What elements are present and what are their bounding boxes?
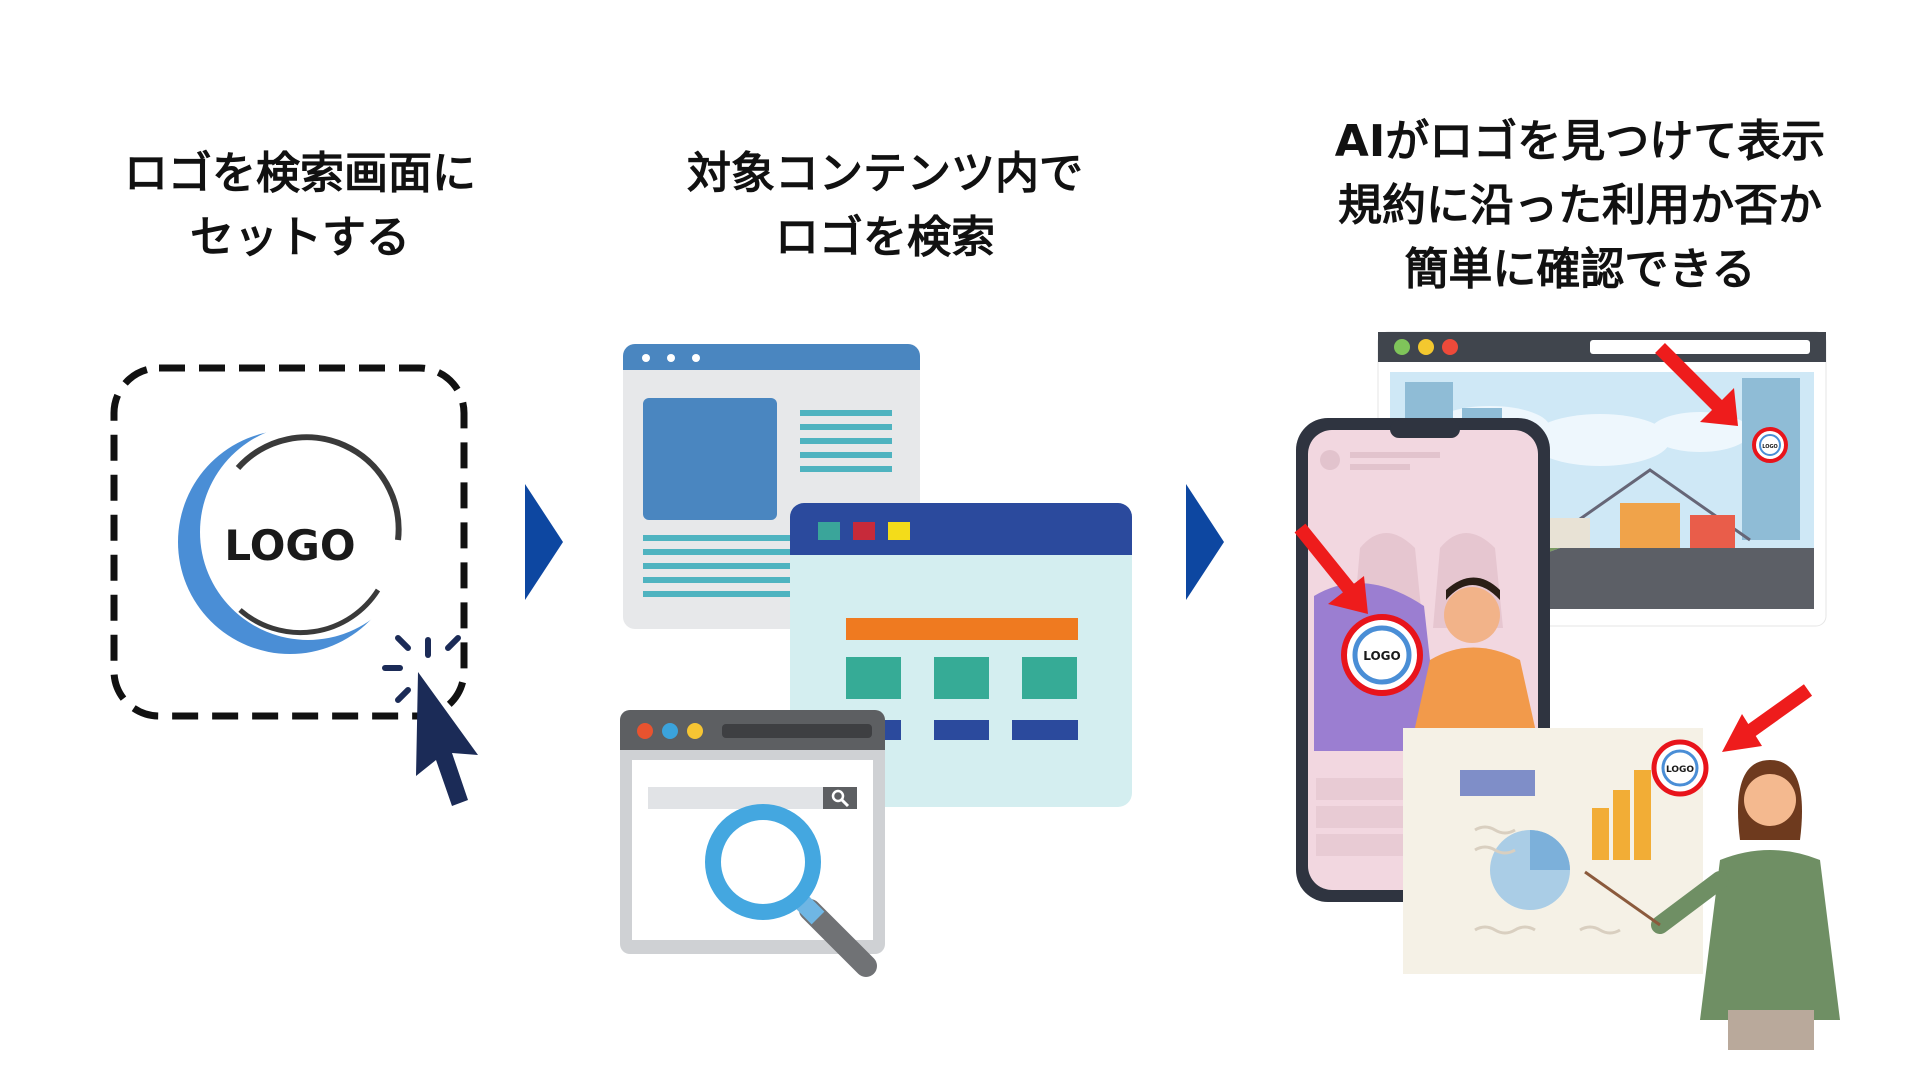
step-1-line-1: ロゴを検索画面に	[124, 148, 476, 199]
step-3-line-2: 規約に沿った利用か否か	[1338, 180, 1822, 231]
logo-text: LOGO	[1363, 649, 1400, 663]
logo-mark: LOGO	[178, 424, 416, 654]
red-pointer-arrow-icon	[1294, 523, 1368, 614]
cursor-icon	[382, 635, 478, 806]
step-2-line-2: ロゴを検索	[775, 212, 995, 263]
step-3-caption: AIがロゴを見つけて表示 規約に沿った利用か否か 簡単に確認できる	[1270, 110, 1890, 302]
magnifier-icon	[705, 804, 877, 977]
step-1-line-2: セットする	[190, 212, 410, 263]
red-pointer-arrow-icon	[1722, 684, 1813, 752]
step-2-caption: 対象コンテンツ内で ロゴを検索	[625, 142, 1145, 270]
detected-logo-board: LOGO	[1651, 739, 1709, 797]
arrow-right-icon	[525, 484, 563, 600]
red-pointer-arrow-icon	[1655, 343, 1738, 426]
logo-text: LOGO	[1762, 444, 1778, 450]
step-2-line-1: 対象コンテンツ内で	[687, 148, 1083, 199]
logo-drop-zone	[110, 364, 468, 720]
step-3-line-3: 簡単に確認できる	[1404, 244, 1756, 295]
logo-text: LOGO	[224, 521, 355, 570]
step-3-line-1: AIがロゴを見つけて表示	[1334, 116, 1826, 167]
detected-logo-shirt: LOGO	[1341, 614, 1423, 696]
logo-text: LOGO	[1666, 765, 1694, 775]
arrow-right-icon	[1186, 484, 1224, 600]
presenter-person	[1584, 760, 1840, 1050]
step-1-caption: ロゴを検索画面に セットする	[60, 142, 540, 270]
detected-logo-building: LOGO	[1752, 427, 1788, 463]
